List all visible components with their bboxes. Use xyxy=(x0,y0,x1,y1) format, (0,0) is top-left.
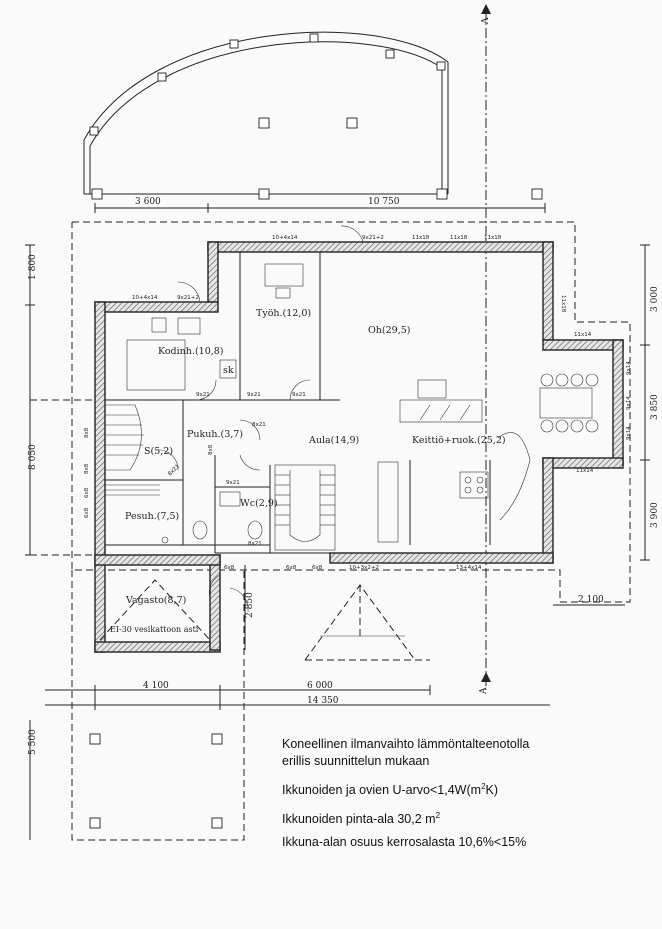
window-code: 9x14 xyxy=(626,426,632,440)
note-u-value: Ikkunoiden ja ovien U-arvo<1,4W(m2K) xyxy=(282,778,652,799)
outer-walls xyxy=(94,241,624,653)
room-pukuh: Pukuh.(3,7) xyxy=(187,429,243,440)
window-code: 10+4x14 xyxy=(272,235,298,241)
plan-notes: Koneellinen ilmanvaihto lämmöntalteenoto… xyxy=(282,736,652,857)
dim-right-mid: 3 850 xyxy=(650,394,660,420)
window-code: 9x21 xyxy=(226,480,240,486)
dimension-texts: 3 600 10 750 1 800 8 050 3 000 3 850 3 9… xyxy=(28,197,660,755)
window-code: 11x14 xyxy=(574,332,592,338)
dim-bottom-left: 4 100 xyxy=(143,681,169,691)
window-code: 9x14 xyxy=(626,361,632,375)
window-code: 8x21 xyxy=(167,463,181,477)
window-code: 8x21 xyxy=(248,541,262,547)
window-code: 9x21+2 xyxy=(177,295,199,301)
window-codes: 10+4x14 9x21+2 10+4x14 9x21+2 11x18 11x1… xyxy=(84,235,632,571)
room-keittio: Keittiö+ruok.(25,2) xyxy=(412,435,506,446)
window-code: 8x8 xyxy=(84,427,90,438)
dim-right-bot: 3 900 xyxy=(650,502,660,528)
dim-bottom-total: 14 350 xyxy=(307,696,339,706)
window-code: 11x18 xyxy=(484,235,502,241)
room-tyoh: Työh.(12,0) xyxy=(256,308,311,319)
dim-right-width: 2 100 xyxy=(578,595,604,605)
room-sk: sk xyxy=(223,365,234,376)
window-code: 8x21 xyxy=(252,422,266,428)
window-code: 6x8 xyxy=(84,487,90,498)
dim-right-top: 3 000 xyxy=(650,286,660,312)
window-code: 6x8 xyxy=(84,507,90,518)
window-code: 8x8 xyxy=(84,463,90,474)
room-vesikatto-note: EI-30 vesikattoon asti xyxy=(110,625,199,634)
note-ventilation-line1: Koneellinen ilmanvaihto lämmöntalteenoto… xyxy=(282,737,530,751)
note-u-value-text: Ikkunoiden ja ovien U-arvo<1,4W(m xyxy=(282,783,482,798)
terrace xyxy=(83,31,543,200)
window-code: 9x21 xyxy=(247,392,261,398)
room-kodinh: Kodinh.(10,8) xyxy=(158,346,224,357)
utility-fixtures xyxy=(126,317,237,391)
room-oh: Oh(29,5) xyxy=(368,325,410,336)
room-wc: Wc(2,9) xyxy=(240,498,278,509)
carport-posts xyxy=(89,733,223,829)
window-code: 6x8 xyxy=(286,565,297,571)
window-code: 6x8 xyxy=(312,565,323,571)
inner-walls xyxy=(105,252,491,554)
section-label-bottom: A xyxy=(479,687,489,695)
window-code: 11x18 xyxy=(560,295,566,313)
note-u-value-post: K) xyxy=(485,783,499,798)
note-window-area-text: Ikkunoiden pinta-ala 30,2 m xyxy=(282,812,436,827)
note-ventilation: Koneellinen ilmanvaihto lämmöntalteenoto… xyxy=(282,736,652,770)
doors xyxy=(154,225,364,613)
window-code: 10+3x2+2 xyxy=(349,565,379,571)
bathroom-fixtures xyxy=(161,491,263,544)
dim-garage-side: 2 850 xyxy=(245,592,255,618)
garage-canopy xyxy=(99,579,211,641)
kitchen-fixtures xyxy=(377,379,531,543)
room-labels: Työh.(12,0) Oh(29,5) Kodinh.(10,8) sk Pu… xyxy=(110,308,506,634)
dining-table xyxy=(539,373,599,433)
note-window-area-sup: 2 xyxy=(435,811,441,821)
window-code: 6x8 xyxy=(224,565,235,571)
sauna-stairs xyxy=(105,404,160,496)
dim-left-mid: 8 050 xyxy=(28,444,38,470)
room-vagasto: Vagasto(8,7) xyxy=(125,595,186,606)
dimension-lines xyxy=(25,203,650,840)
dim-top-left: 3 600 xyxy=(135,197,161,207)
window-code: 9x21+2 xyxy=(362,235,384,241)
room-pesuh: Pesuh.(7,5) xyxy=(125,511,179,522)
note-ventilation-line2: erillis suunnittelun mukaan xyxy=(282,754,430,768)
section-label-top: A xyxy=(481,17,491,25)
note-window-area: Ikkunoiden pinta-ala 30,2 m2 xyxy=(282,807,652,828)
window-code: 11x18 xyxy=(412,235,430,241)
window-code: 13+4x14 xyxy=(456,565,482,571)
window-code: 9x14 xyxy=(626,396,632,410)
window-code: 10+4x14 xyxy=(132,295,158,301)
window-code: 9x21 xyxy=(196,392,210,398)
window-code: 11x14 xyxy=(576,468,594,474)
room-sauna: S(5,2) xyxy=(144,446,173,457)
main-stairs xyxy=(274,464,336,551)
note-u-value-sup: 2 xyxy=(481,782,486,791)
desk xyxy=(264,263,304,299)
window-code: 8x8 xyxy=(208,444,214,455)
section-marker-top: A xyxy=(481,4,491,25)
section-marker-bottom: A xyxy=(479,672,491,695)
entrance-canopy xyxy=(304,584,430,661)
window-code: 9x21 xyxy=(292,392,306,398)
note-window-ratio: Ikkuna-alan osuus kerrosalasta 10,6%<15% xyxy=(282,835,527,850)
window-code: 11x18 xyxy=(450,235,468,241)
dim-bottom-mid: 6 000 xyxy=(307,681,333,691)
room-aula: Aula(14,9) xyxy=(308,435,359,446)
dim-carport-depth: 5 500 xyxy=(28,729,38,755)
dim-left-top: 1 800 xyxy=(28,254,38,280)
dim-top-right: 10 750 xyxy=(368,197,400,207)
